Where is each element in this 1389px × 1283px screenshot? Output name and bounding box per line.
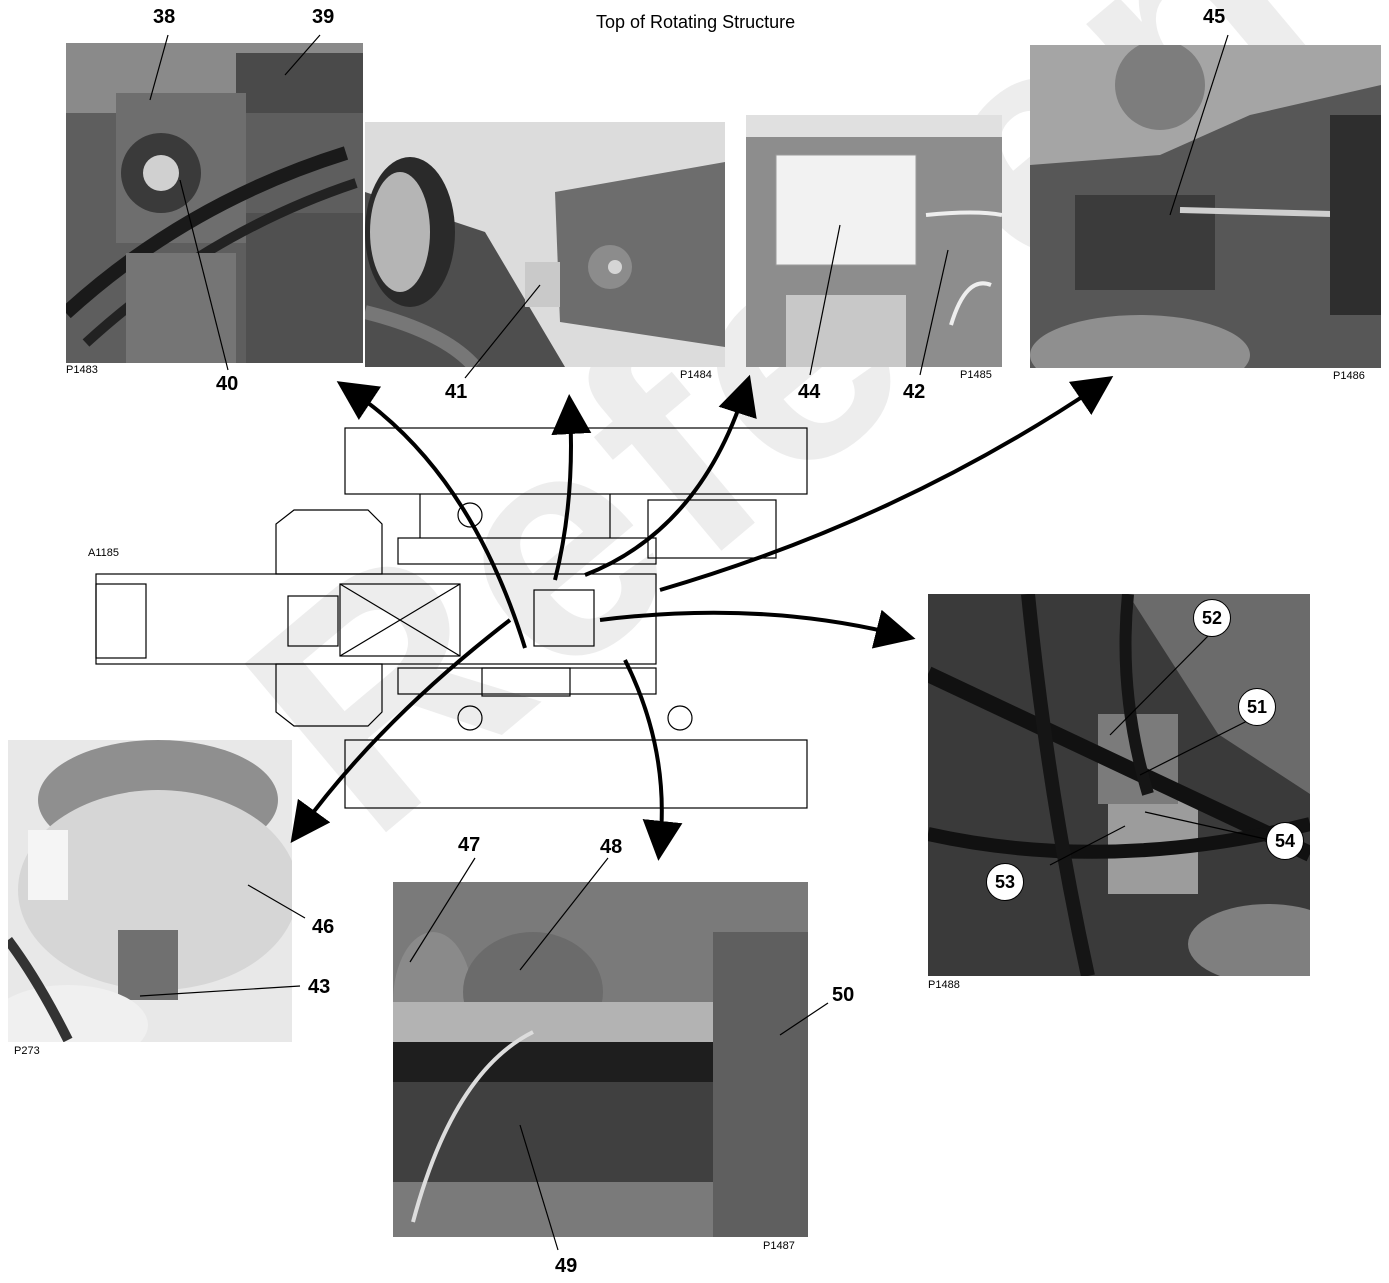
callout-47: 47: [458, 834, 481, 856]
callout-48: 48: [600, 836, 623, 858]
photo-p1487: [393, 882, 808, 1237]
leader-lines: [139, 34, 1271, 1251]
callout-bubble-53: 53: [986, 863, 1024, 901]
photo-code-p1487: P1487: [763, 1240, 795, 1252]
callout-39: 39: [312, 6, 335, 28]
photo-code-p1484: P1484: [680, 369, 712, 381]
callout-42: 42: [903, 381, 926, 403]
photo-code-p1485: P1485: [960, 369, 992, 381]
page-title: Top of Rotating Structure: [596, 12, 796, 32]
photo-code-p1486: P1486: [1333, 370, 1365, 382]
photo-p1483: [66, 43, 363, 363]
photo-code-p1488: P1488: [928, 979, 960, 991]
callout-46: 46: [312, 916, 335, 938]
photo-p1485: [746, 115, 1002, 367]
photo-code-p1483: P1483: [66, 364, 98, 376]
callout-49: 49: [555, 1255, 578, 1277]
callout-44: 44: [798, 381, 821, 403]
callout-43: 43: [308, 976, 331, 998]
photo-p273: [8, 740, 292, 1042]
callout-bubble-51: 51: [1238, 688, 1276, 726]
photo-code-p273: P273: [14, 1045, 40, 1057]
callout-41: 41: [445, 381, 468, 403]
callout-bubble-54: 54: [1266, 822, 1304, 860]
photo-p1488: [928, 594, 1310, 976]
callout-bubble-52: 52: [1193, 599, 1231, 637]
callout-50: 50: [832, 984, 855, 1006]
diagram-code-a1185: A1185: [88, 547, 119, 559]
callout-38: 38: [153, 6, 176, 28]
callout-arrows: [290, 374, 1114, 861]
callout-40: 40: [216, 373, 239, 395]
photo-p1484: [365, 122, 725, 367]
callout-45: 45: [1203, 6, 1226, 28]
